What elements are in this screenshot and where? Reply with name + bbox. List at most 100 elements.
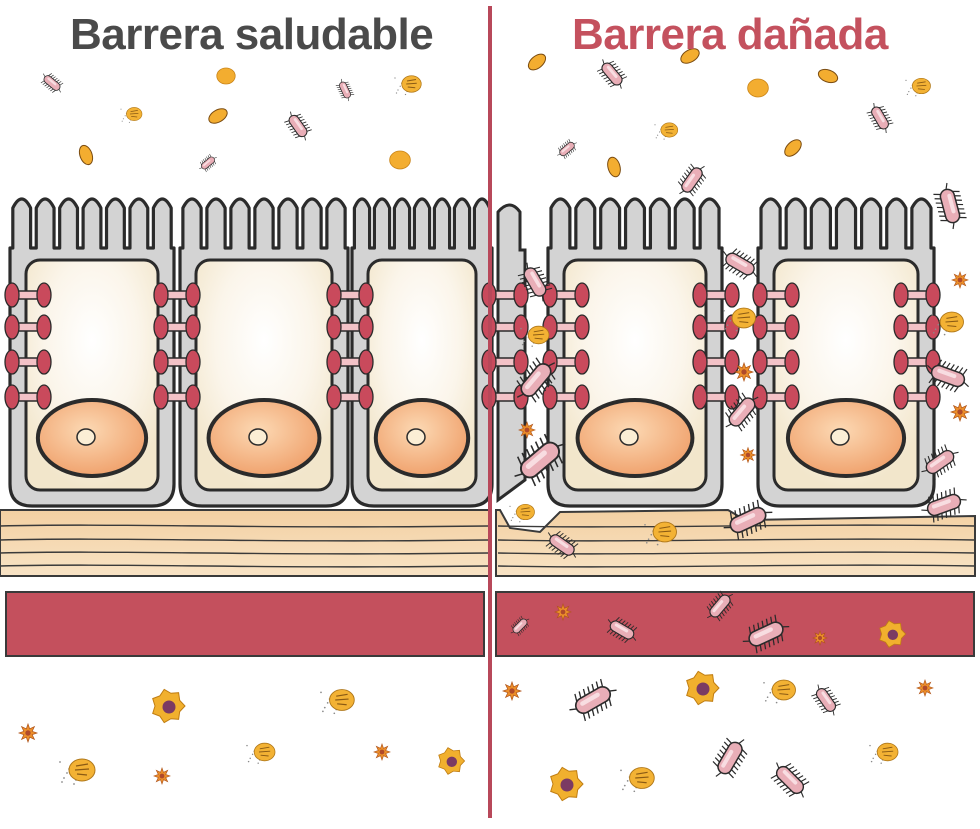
bacteria-icon <box>770 762 810 798</box>
lamina-propria <box>0 508 976 577</box>
bacteria-icon <box>514 433 566 487</box>
antigen-cell-icon <box>620 767 655 793</box>
tight-junction-damaged <box>542 282 590 308</box>
tight-junction-damaged <box>893 282 941 308</box>
tight-junction <box>153 349 201 375</box>
particle-icon <box>216 67 236 85</box>
bacteria-icon <box>921 444 959 480</box>
bacteria-icon <box>725 392 759 432</box>
tight-junction-damaged <box>752 282 800 308</box>
bacteria-icon <box>284 111 312 141</box>
bacteria-icon <box>557 138 577 160</box>
immune-cell-icon <box>438 747 466 775</box>
star-cell-icon <box>501 680 523 702</box>
tight-junction-damaged <box>752 314 800 340</box>
star-cell-icon <box>739 446 757 464</box>
antigen-cell-icon <box>509 503 535 523</box>
antigen-cell-icon <box>869 742 899 764</box>
particle-icon <box>208 108 228 124</box>
nucleolus <box>619 428 639 446</box>
blood-vessel-damaged <box>495 591 975 657</box>
bacteria-icon <box>596 59 628 89</box>
immune-cell-icon <box>550 766 584 802</box>
particle-icon <box>680 48 700 64</box>
antigen-cell-icon <box>320 689 355 715</box>
particle-icon <box>607 156 621 178</box>
tissue-fiber <box>0 551 489 555</box>
epithelial-cell <box>546 197 724 508</box>
bacteria-icon <box>721 248 759 280</box>
bacteria-icon <box>706 590 734 622</box>
tight-junction <box>4 314 52 340</box>
antigen-cell-icon <box>394 75 422 96</box>
particle-icon <box>527 53 547 71</box>
antigen-cell-icon <box>931 311 964 336</box>
tight-junction <box>326 384 374 410</box>
bacteria-icon <box>517 262 553 302</box>
bacteria-icon <box>40 73 64 93</box>
bacteria-icon <box>510 615 530 637</box>
star-cell-icon <box>153 767 171 785</box>
bacteria-icon <box>933 182 967 230</box>
antigen-cell-icon <box>723 307 756 332</box>
tight-junction-damaged <box>893 314 941 340</box>
epithelial-cell <box>8 197 176 508</box>
antigen-cell-icon <box>644 521 677 546</box>
star-cell-icon <box>733 361 755 383</box>
bacteria-icon <box>927 359 969 393</box>
bacteria-icon <box>742 614 790 654</box>
tight-junction-damaged <box>542 384 590 410</box>
epithelial-cell <box>178 197 350 508</box>
tight-junction <box>4 384 52 410</box>
tight-junction-damaged <box>481 349 529 375</box>
particle-icon <box>389 150 411 170</box>
healthy-barrier-title: Barrera saludable <box>70 10 434 59</box>
nucleolus <box>406 428 426 446</box>
bacteria-icon <box>677 163 707 197</box>
tight-junction-damaged <box>692 384 740 410</box>
tight-junction <box>4 282 52 308</box>
nucleolus <box>248 428 268 446</box>
particle-icon <box>784 139 802 157</box>
bacteria-icon <box>811 684 841 716</box>
bacteria-icon <box>199 153 217 173</box>
tight-junction <box>4 349 52 375</box>
tight-junction <box>153 384 201 410</box>
tight-junction <box>153 314 201 340</box>
bacteria-icon <box>606 616 638 644</box>
nucleolus <box>76 428 96 446</box>
tissue-fiber <box>0 564 489 568</box>
star-cell-icon <box>949 401 971 423</box>
antigen-cell-icon <box>654 122 679 140</box>
tight-junction <box>326 314 374 340</box>
bacteria-icon <box>545 530 579 560</box>
tight-junction-damaged <box>893 384 941 410</box>
tight-junction-damaged <box>692 349 740 375</box>
tissue-fiber <box>0 524 489 528</box>
tight-junction-damaged <box>692 282 740 308</box>
star-cell-icon <box>518 421 536 439</box>
immune-cell-icon <box>879 620 907 648</box>
antigen-cell-icon <box>520 325 550 347</box>
antigen-cell-icon <box>120 107 143 123</box>
star-cell-icon <box>812 630 828 646</box>
tissue-fiber <box>0 538 489 542</box>
tight-junction <box>326 282 374 308</box>
star-cell-icon <box>554 603 572 621</box>
antigen-cell-icon <box>905 77 931 97</box>
antigen-cell-icon <box>246 742 276 764</box>
bacteria-icon <box>516 357 556 403</box>
tight-junction-damaged <box>692 314 740 340</box>
epithelial-cell <box>756 197 936 508</box>
star-cell-icon <box>17 722 39 744</box>
bacteria-icon <box>921 487 967 523</box>
tight-junction-damaged <box>752 384 800 410</box>
antigen-cell-icon <box>763 679 796 704</box>
star-cell-icon <box>373 743 391 761</box>
nucleolus <box>830 428 850 446</box>
particle-icon <box>78 144 94 166</box>
tight-junction-damaged <box>752 349 800 375</box>
tissue-fiber <box>497 551 976 555</box>
